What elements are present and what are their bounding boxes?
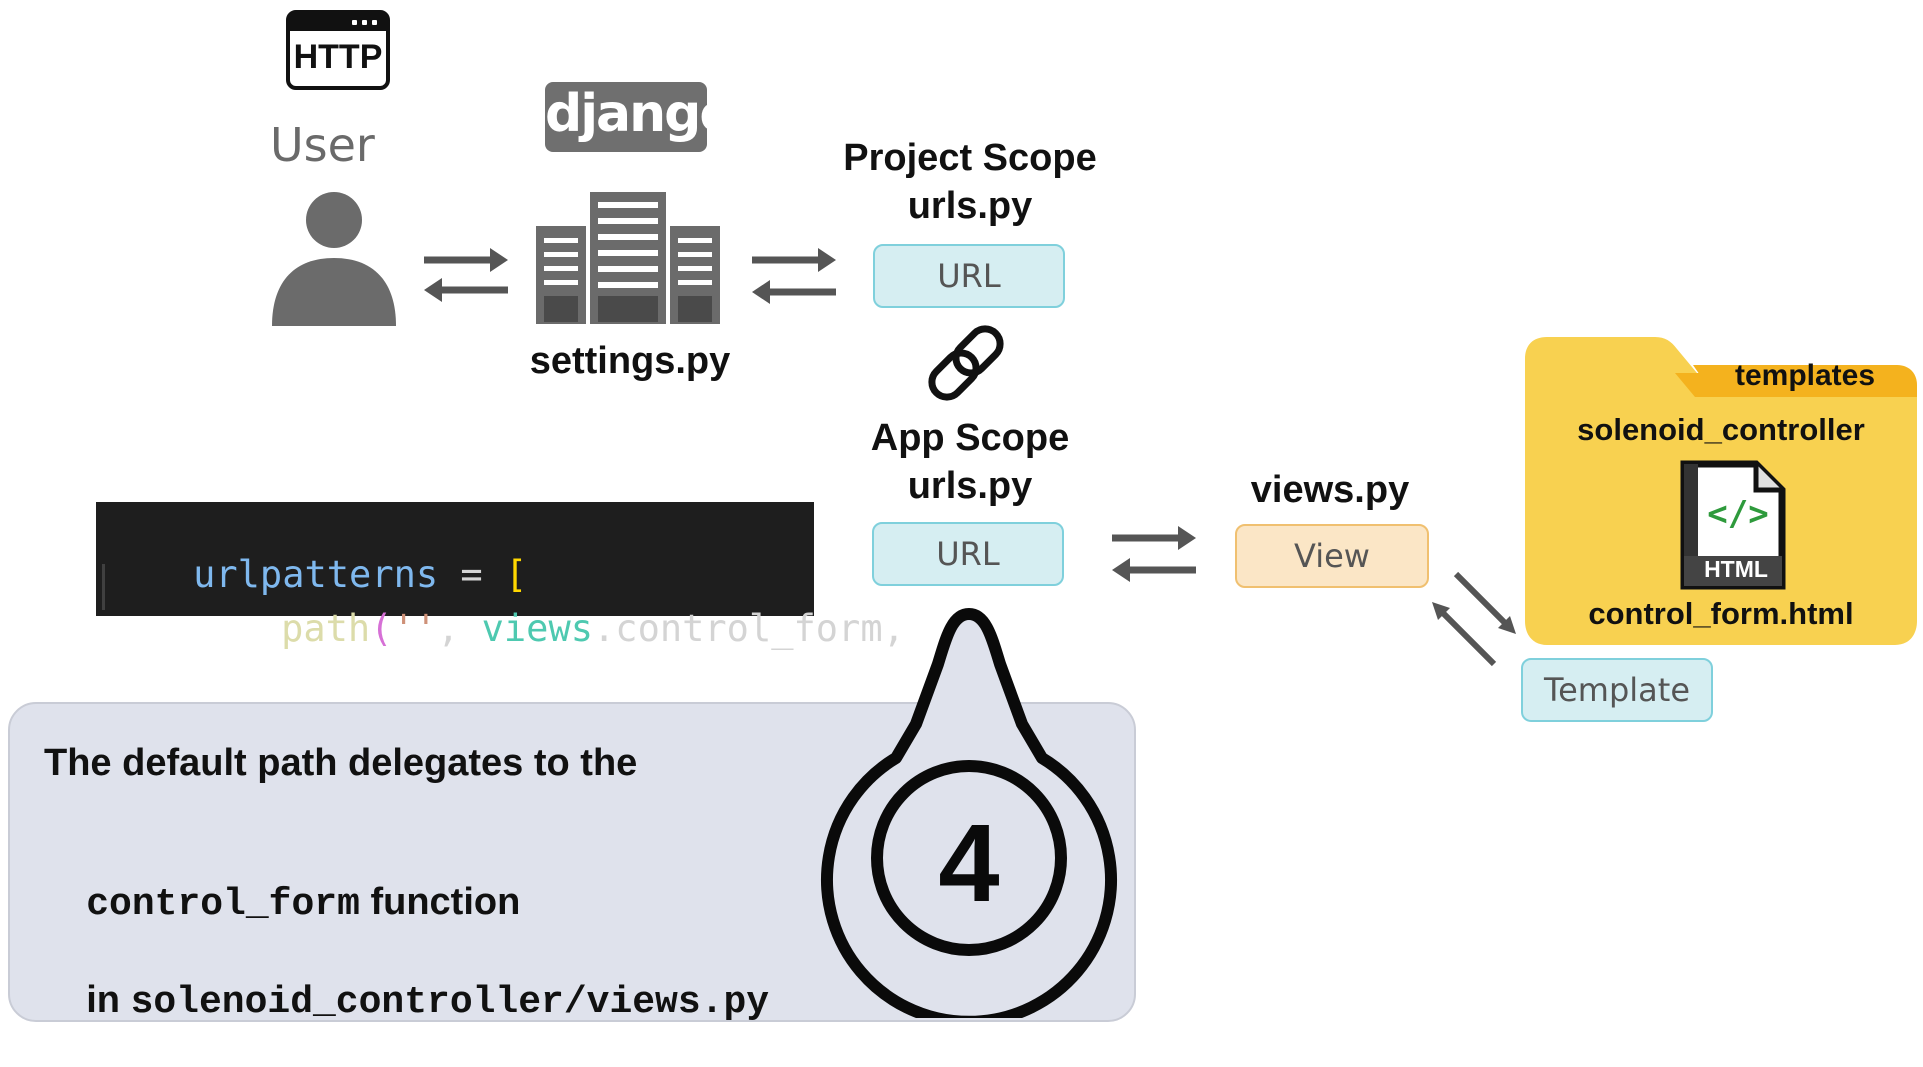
callout-line-2-text: function <box>359 881 521 923</box>
callout-line-3-text: in <box>86 979 131 1021</box>
arrow-icon <box>752 248 836 304</box>
html-file-label: HTML <box>1704 556 1768 582</box>
code-attr: .control_form, <box>593 607 905 650</box>
view-pill: View <box>1235 524 1429 588</box>
project-url-pill: URL <box>873 244 1065 308</box>
code-ident: urlpatterns <box>193 553 439 596</box>
subfolder-label: solenoid_controller <box>1577 412 1865 447</box>
code-op: = <box>438 553 505 596</box>
project-scope-file: urls.py <box>907 185 1033 227</box>
app-scope-title: App Scope <box>870 417 1070 459</box>
code-comma: , <box>437 607 482 650</box>
step-number: 4 <box>938 802 1000 925</box>
app-scope-file: urls.py <box>907 465 1033 507</box>
callout-code-path: solenoid_controller/views.py <box>130 981 770 1024</box>
code-paren: ( <box>370 607 393 650</box>
arrow-icon <box>1432 571 1516 667</box>
user-icon <box>272 192 396 326</box>
html-file-glyph: </> <box>1707 494 1769 534</box>
template-file-name: control_form.html <box>1588 596 1854 631</box>
template-pill: Template <box>1521 658 1713 722</box>
code-string: '' <box>392 607 438 650</box>
http-badge-text: HTTP <box>293 38 383 76</box>
callout-code-function: control_form <box>86 883 360 926</box>
app-url-pill: URL <box>872 522 1064 586</box>
project-scope-title: Project Scope <box>843 137 1097 179</box>
code-bracket: [ <box>504 553 528 596</box>
arrow-icon <box>424 248 508 302</box>
callout-line-1: The default path delegates to the <box>44 742 638 784</box>
settings-label: settings.py <box>529 340 731 382</box>
views-file: views.py <box>1250 469 1410 511</box>
html-file-icon <box>1680 460 1786 590</box>
django-logo: django <box>545 82 735 152</box>
arrow-icon <box>1112 526 1196 582</box>
user-label: User <box>270 118 375 172</box>
code-obj: views <box>481 607 594 650</box>
templates-folder-title: templates <box>1734 359 1876 392</box>
chain-link-icon <box>928 325 1004 401</box>
code-snippet: urlpatterns = [ path('', views.control_f… <box>96 502 905 650</box>
server-icon <box>536 192 720 324</box>
step-marker-icon <box>821 608 1117 1018</box>
code-func: path <box>281 607 371 650</box>
http-icon: HTTP <box>286 10 390 90</box>
